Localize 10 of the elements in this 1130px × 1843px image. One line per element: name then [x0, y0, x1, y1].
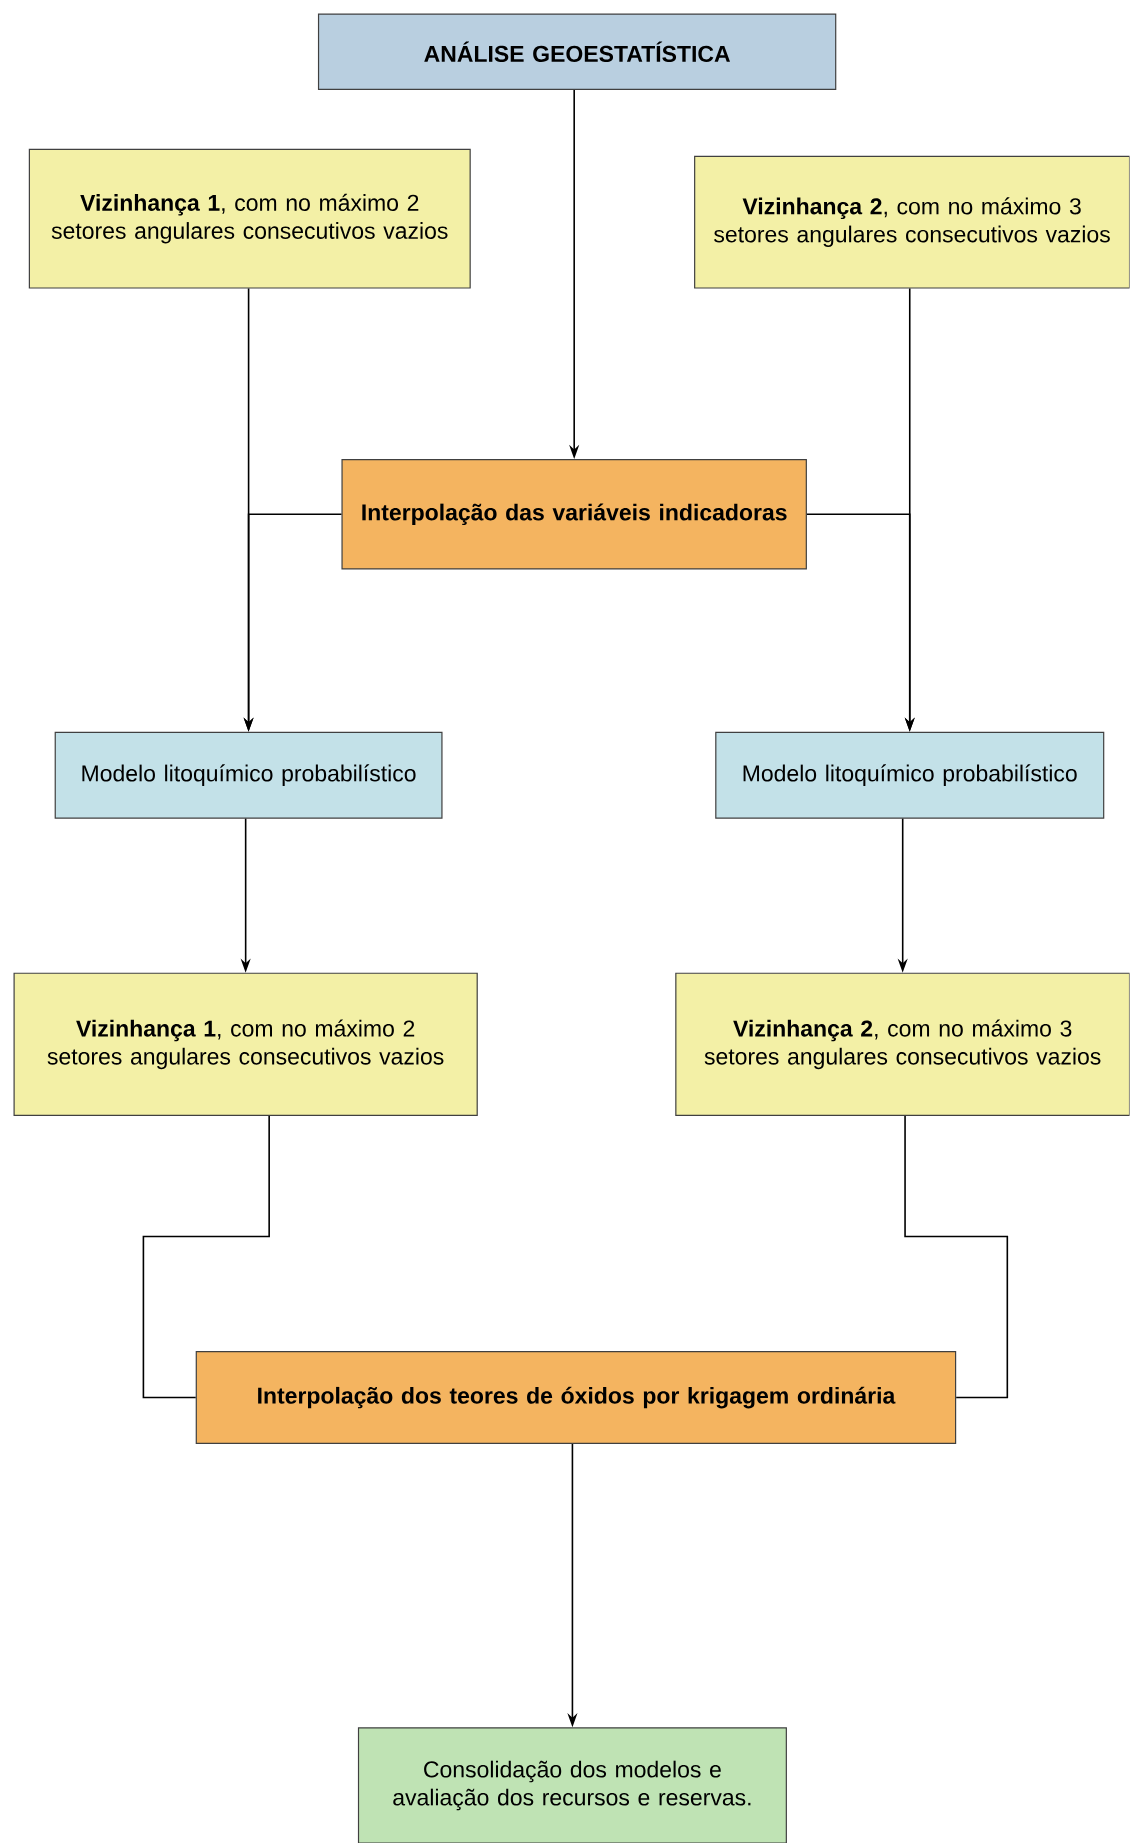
result-box: Consolidação dos modelos e avaliação dos recursos e reservas. — [358, 1727, 788, 1843]
process-box: Vizinhança 2, com no máximo 3 setores angulares consecutivos vazios — [694, 155, 1130, 289]
process-box: Interpolação das variáveis indicadoras — [341, 459, 808, 570]
model-box: Modelo litoquímico probabilístico — [54, 731, 443, 819]
process-box: Vizinhança 1, com no máximo 2 setores angulares consecutivos vazios — [13, 972, 479, 1117]
title-box: ANÁLISE GEOESTATÍSTICA — [318, 13, 837, 90]
process-box: Vizinhança 2, com no máximo 3 setores angulares consecutivos vazios — [675, 972, 1130, 1117]
model-box: Modelo litoquímico probabilístico — [715, 731, 1105, 819]
process-box: Vizinhança 1, com no máximo 2 setores angulares consecutivos vazios — [29, 148, 471, 289]
process-box: Interpolação dos teores de óxidos por krigagem ordinária — [195, 1351, 957, 1444]
